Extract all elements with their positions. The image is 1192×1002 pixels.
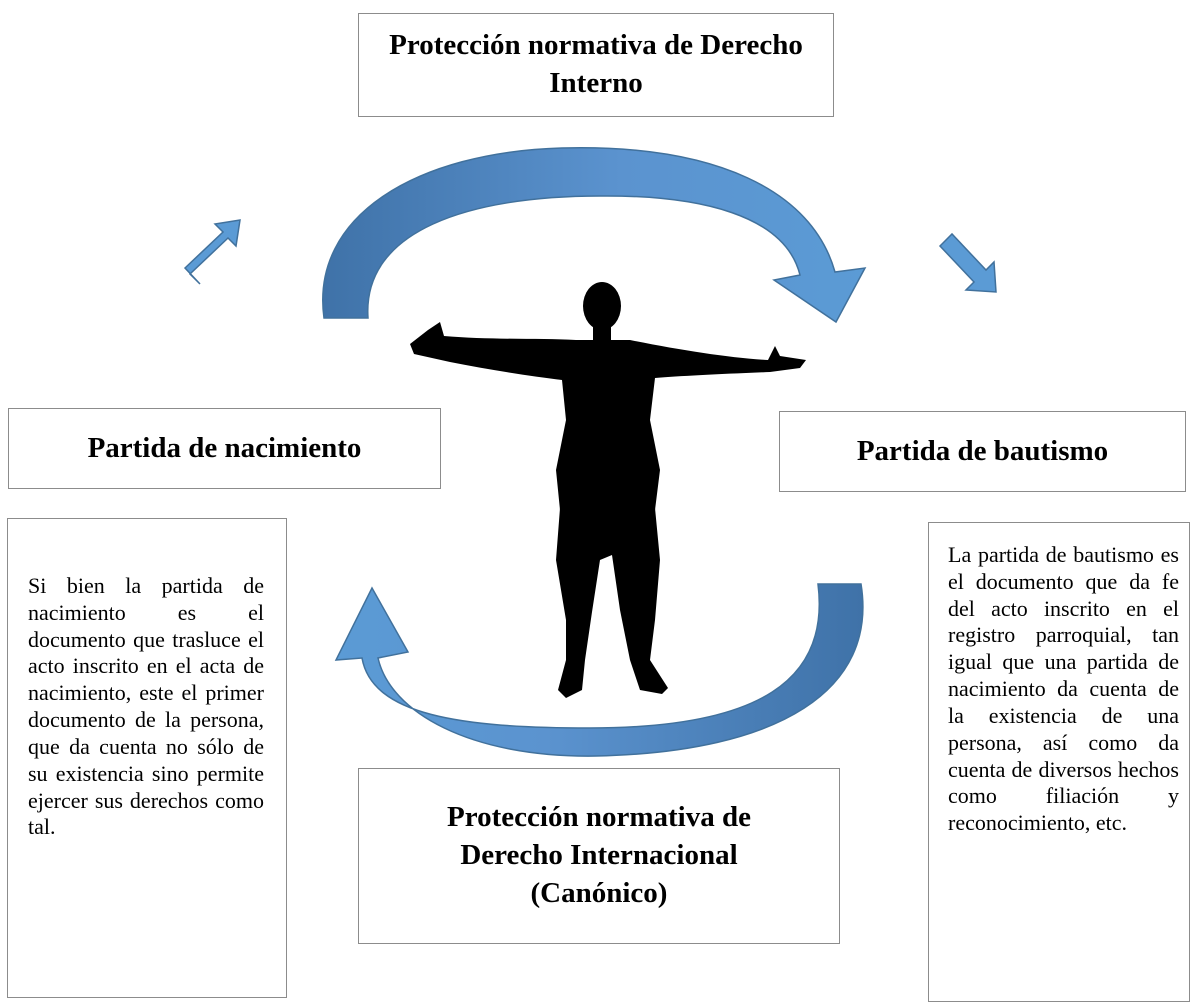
bottom-box-canonical-law: Protección normativa de Derecho Internac… (358, 768, 840, 944)
birth-certificate-box: Partida de nacimiento (8, 408, 441, 489)
birth-certificate-note-text: Si bien la partida de nacimiento es el d… (28, 573, 264, 840)
bottom-curved-arrow (334, 583, 864, 757)
top-box-title: Protección normativa de Derecho Interno (389, 29, 803, 99)
bottom-box-title: Protección normativa de Derecho Internac… (447, 801, 751, 909)
birth-certificate-note: Si bien la partida de nacimiento es el d… (7, 518, 287, 998)
baptism-certificate-note-text: La partida de bautismo es el documento q… (948, 542, 1179, 836)
person-silhouette (410, 282, 806, 698)
top-curved-arrow (322, 147, 867, 324)
small-arrow-down-right (938, 232, 997, 293)
top-box-internal-law: Protección normativa de Derecho Interno (358, 13, 834, 117)
small-arrow-up-right (183, 219, 241, 285)
baptism-certificate-note: La partida de bautismo es el documento q… (928, 522, 1190, 1002)
baptism-certificate-box: Partida de bautismo (779, 411, 1186, 492)
baptism-certificate-title: Partida de bautismo (856, 434, 1109, 467)
birth-certificate-title: Partida de nacimiento (87, 431, 362, 464)
